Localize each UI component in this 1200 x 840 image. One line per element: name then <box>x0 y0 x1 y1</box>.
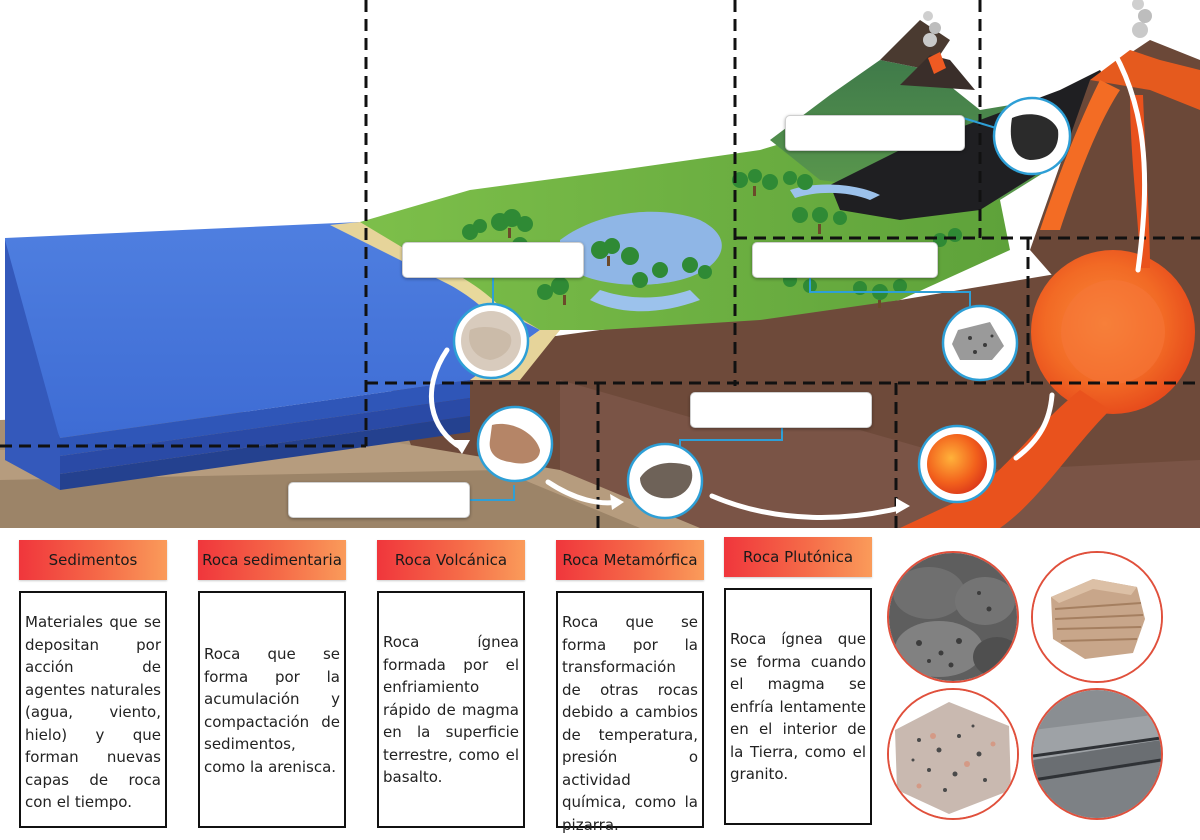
description-card-roca-volcanica: Roca ígnea formada por el enfriamiento r… <box>377 591 525 828</box>
description-text: Roca que se forma por la transformación … <box>562 613 698 834</box>
description-card-roca-sedimentaria: Roca que se forma por la acumulación y c… <box>198 591 346 828</box>
description-card-sedimentos: Materiales que se depositan por acción d… <box>19 591 167 828</box>
label-roca-plutonica[interactable]: Roca Plutónica <box>724 537 872 577</box>
label-roca-sedimentaria[interactable]: Roca sedimentaria <box>198 540 346 580</box>
description-text: Roca ígnea formada por el enfriamiento r… <box>383 633 519 786</box>
basalt-photo <box>887 551 1019 683</box>
drop-slot-volcanic[interactable] <box>785 115 965 151</box>
description-text: Roca que se forma por la acumulación y c… <box>204 645 340 776</box>
rock-cycle-scene <box>0 0 1200 530</box>
drop-slot-sedimentary[interactable] <box>402 242 584 278</box>
label-sedimentos[interactable]: Sedimentos <box>19 540 167 580</box>
label-roca-volcanica[interactable]: Roca Volcánica <box>377 540 525 580</box>
description-text: Materiales que se depositan por acción d… <box>25 613 161 811</box>
drop-slot-metamorphic[interactable] <box>690 392 872 428</box>
description-card-roca-metamorfica: Roca que se forma por la transformación … <box>556 591 704 834</box>
label-roca-metamorfica[interactable]: Roca Metamórfica <box>556 540 704 580</box>
drop-slot-plutonic[interactable] <box>752 242 938 278</box>
drop-slot-sediments[interactable] <box>288 482 470 518</box>
sandstone-photo <box>1031 551 1163 683</box>
description-card-roca-plutonica: Roca ígnea que se forma cuando el magma … <box>724 588 872 825</box>
slate-photo <box>1031 688 1163 820</box>
description-text: Roca ígnea que se forma cuando el magma … <box>730 630 866 783</box>
granite-photo <box>887 688 1019 820</box>
